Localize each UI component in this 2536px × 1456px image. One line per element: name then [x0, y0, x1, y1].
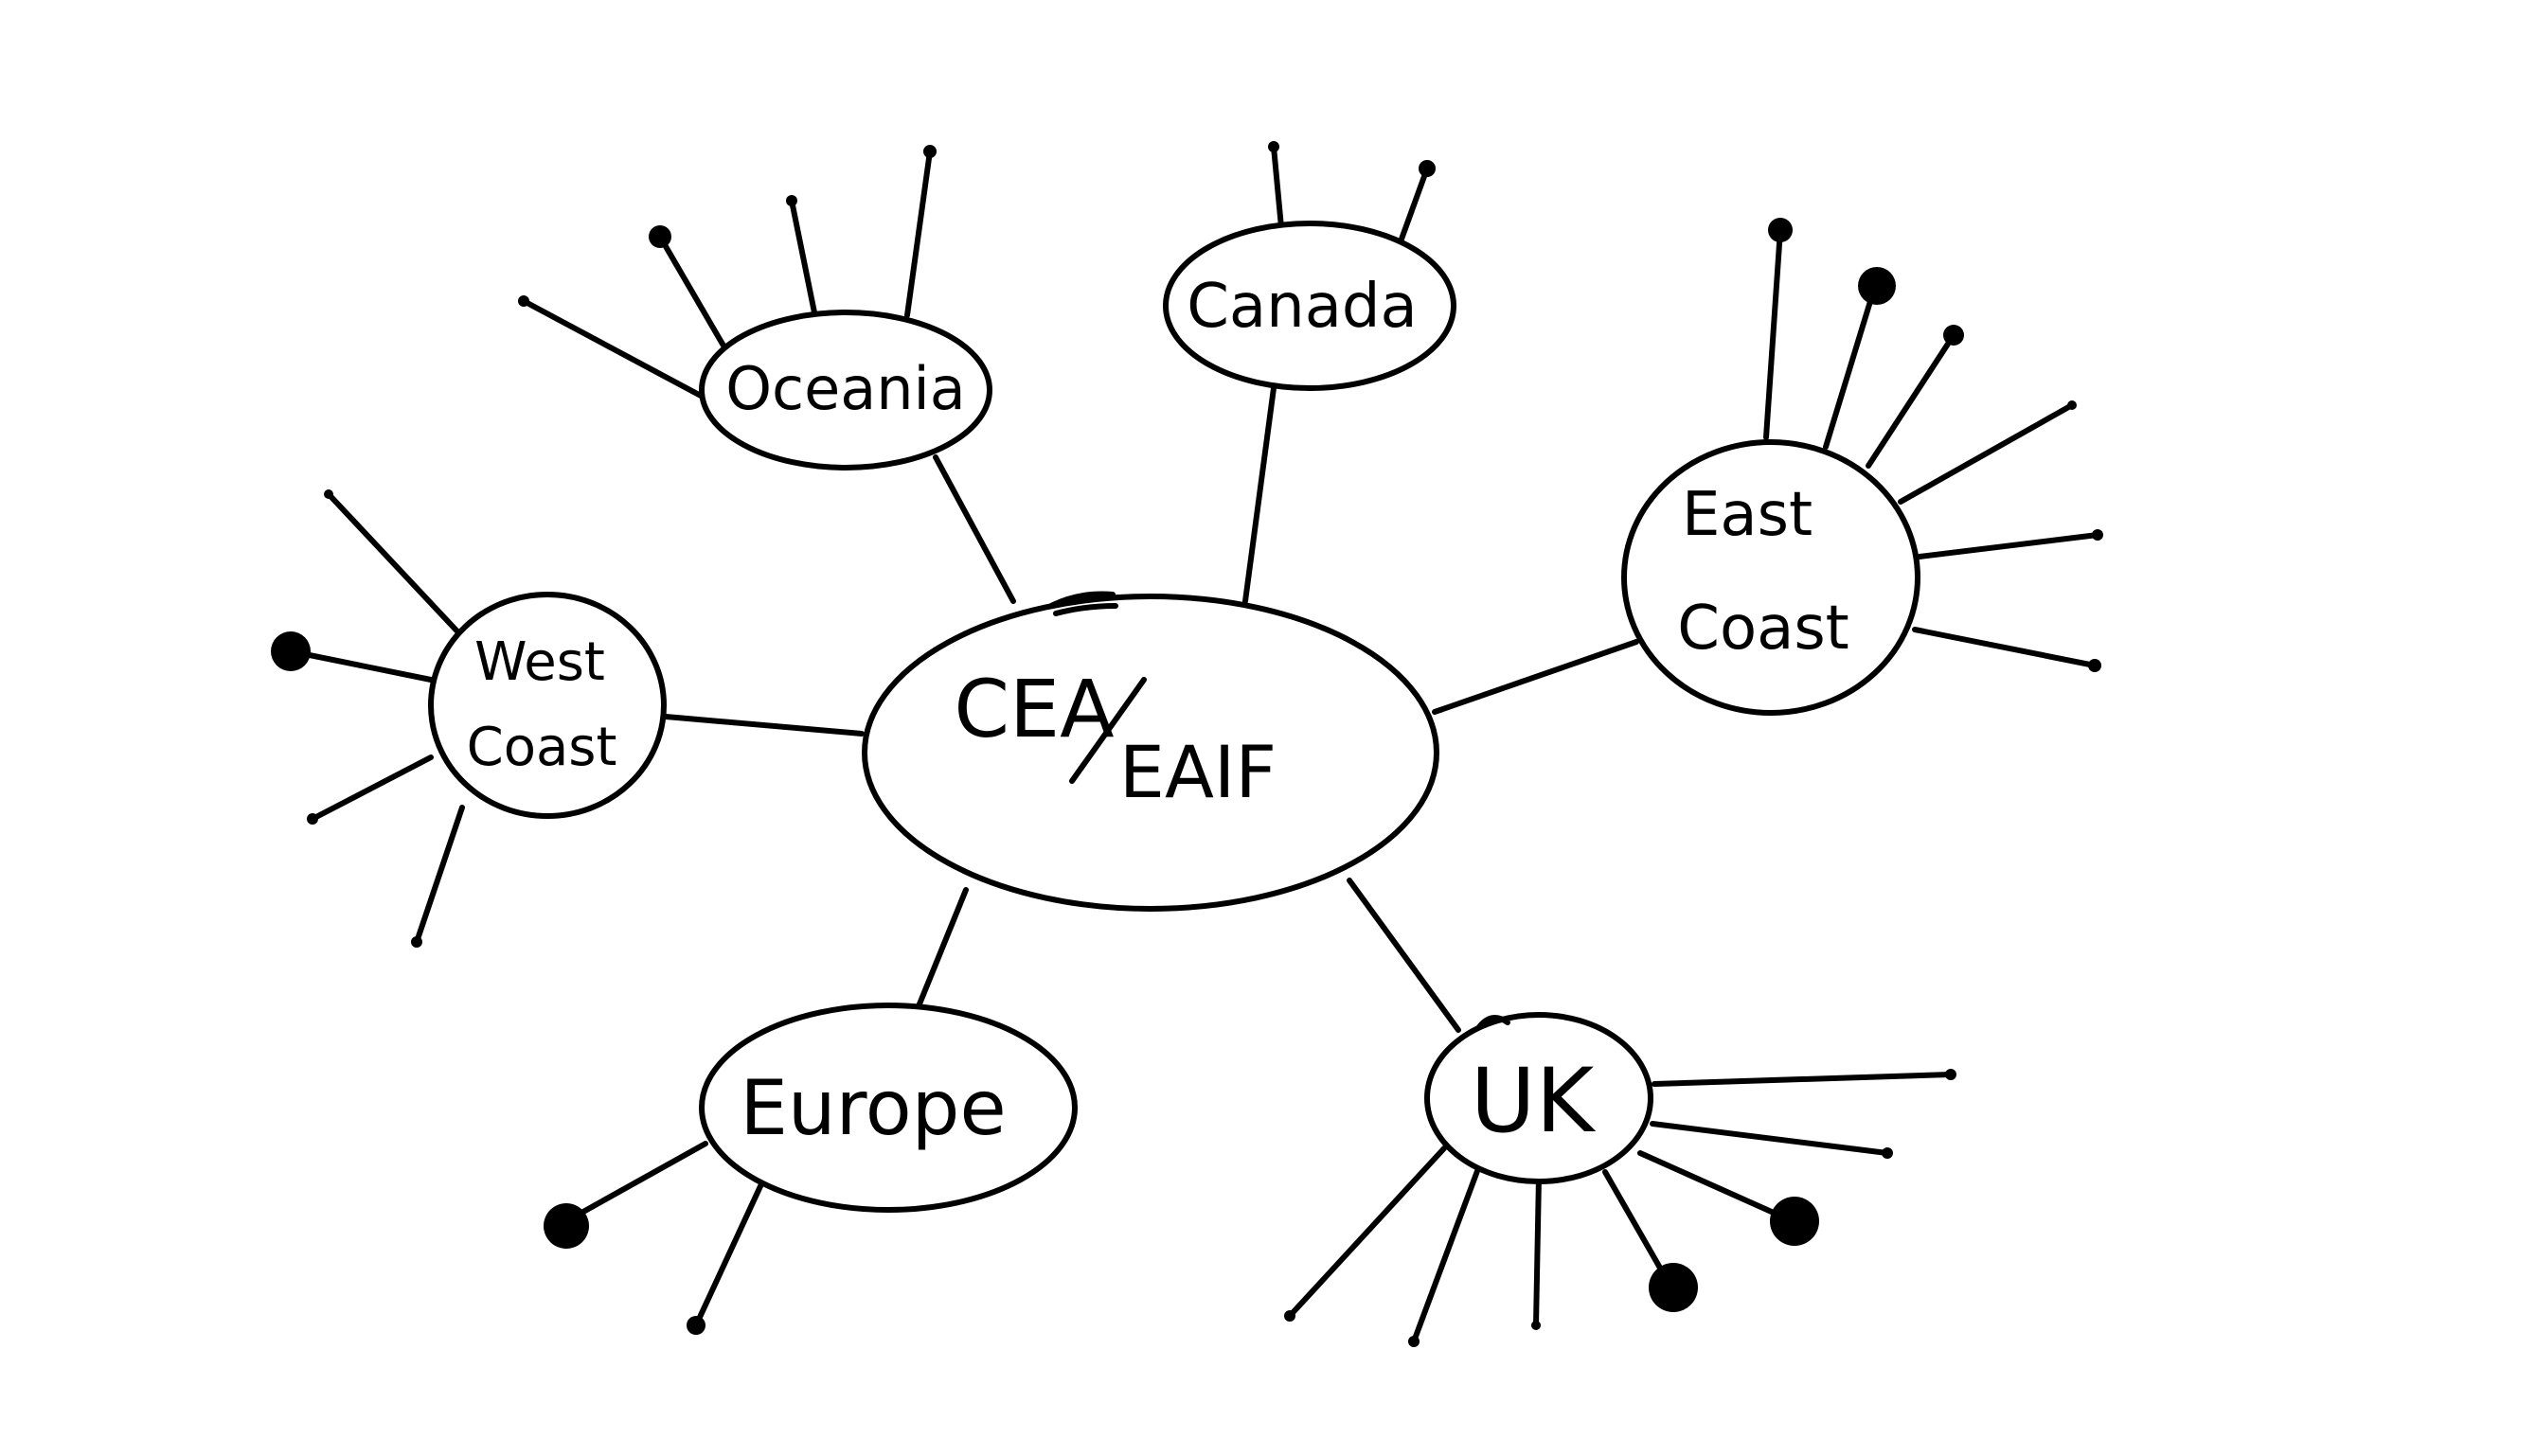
connector-east-coast: [1432, 639, 1639, 715]
branch-end-dot: [1531, 1321, 1541, 1330]
node-uk-scribble: [1476, 1015, 1510, 1030]
branch-end-dot: [1882, 1147, 1893, 1159]
branch-end-dot: [2092, 529, 2103, 541]
branch-end-dot-large: [1770, 1197, 1819, 1246]
branch-end-dot-large: [1649, 1263, 1698, 1312]
center-node[interactable]: CEA EAIF: [862, 591, 1439, 912]
connector-west-coast: [663, 714, 865, 737]
branch-line: [1917, 532, 2100, 559]
branch-line: [414, 805, 465, 945]
branch-line: [1637, 1150, 1795, 1224]
node-canada[interactable]: Canada: [1163, 221, 1456, 391]
branch-line: [1823, 283, 1878, 450]
canada-branches: [1268, 141, 1436, 247]
branch-line: [789, 198, 819, 325]
europe-branches: [544, 1141, 763, 1335]
node-east-coast-label-line1: East: [1682, 480, 1813, 550]
branch-end-dot: [2067, 400, 2077, 410]
branch-line: [1652, 1072, 1954, 1087]
branch-line: [1411, 1168, 1480, 1344]
node-west-coast-label-line2: Coast: [467, 717, 617, 778]
node-europe-label: Europe: [740, 1064, 1006, 1152]
center-node-scribble: [1048, 591, 1118, 616]
node-oceania[interactable]: Oceania: [699, 310, 992, 471]
branch-end-dot: [687, 1316, 705, 1335]
branch-end-dot: [1943, 325, 1964, 346]
branch-line: [310, 755, 434, 822]
center-node-label-line2: EAIF: [1119, 730, 1277, 814]
node-canada-ellipse: [1163, 221, 1456, 391]
branch-line: [288, 648, 434, 683]
node-uk[interactable]: UK: [1424, 1012, 1653, 1184]
node-canada-label: Canada: [1187, 272, 1418, 342]
branch-line: [1898, 402, 2075, 505]
node-europe[interactable]: Europe: [699, 1003, 1078, 1213]
branch-line: [1271, 144, 1284, 230]
branch-line: [326, 491, 460, 634]
branch-end-dot-large: [649, 225, 671, 248]
connector-europe: [916, 887, 969, 1009]
connector-canada: [1242, 385, 1277, 604]
node-oceania-label: Oceania: [725, 354, 966, 423]
branch-line: [1866, 332, 1956, 469]
branch-end-dot: [324, 489, 333, 499]
node-oceania-ellipse: [699, 310, 992, 471]
branch-line: [1533, 1174, 1542, 1328]
center-connectors: [663, 385, 1639, 1033]
center-node-label-line1: CEA: [954, 663, 1114, 755]
node-west-coast-label-line1: West: [474, 631, 605, 693]
branch-end-dot: [923, 145, 937, 158]
branch-end-dot: [2088, 659, 2101, 672]
branch-end-dot: [1268, 141, 1279, 152]
node-west-coast-ellipse: [428, 592, 667, 819]
branch-end-dot: [1284, 1310, 1295, 1322]
branch-line: [521, 298, 704, 399]
node-west-coast[interactable]: West Coast: [428, 592, 667, 819]
node-east-coast-label-line2: Coast: [1677, 594, 1849, 664]
center-node-ellipse: [862, 594, 1439, 912]
node-uk-ellipse: [1424, 1012, 1653, 1184]
branch-line: [1397, 166, 1430, 247]
branch-line: [1763, 227, 1783, 440]
oceania-branches: [518, 145, 937, 399]
branch-end-dot: [786, 195, 797, 206]
node-uk-label: UK: [1471, 1050, 1597, 1153]
branch-end-dot: [307, 813, 318, 825]
branch-line: [1650, 1121, 1890, 1156]
west-coast-branches: [271, 489, 465, 948]
branch-line: [1602, 1169, 1671, 1286]
node-europe-ellipse: [699, 1003, 1078, 1213]
branch-end-dot: [1945, 1069, 1956, 1080]
branch-end-dot-large: [544, 1203, 589, 1249]
branch-line: [563, 1141, 708, 1224]
branch-end-dot: [1768, 218, 1793, 242]
branch-end-dot: [518, 295, 529, 307]
branch-end-dot: [1419, 160, 1436, 177]
branch-line: [693, 1183, 763, 1328]
branch-line: [904, 149, 933, 318]
node-east-coast[interactable]: East Coast: [1621, 439, 1920, 716]
node-east-coast-ellipse: [1621, 439, 1920, 716]
branch-line: [1287, 1145, 1447, 1319]
east-coast-branches: [1763, 218, 2103, 672]
branch-line: [1912, 627, 2098, 668]
branch-end-dot: [411, 936, 422, 948]
branch-line: [657, 234, 730, 355]
center-node-slash: [1069, 677, 1147, 784]
uk-branches: [1284, 1069, 1956, 1347]
branch-end-dot-large: [271, 631, 311, 671]
branch-end-dot-large: [1858, 267, 1896, 305]
branch-end-dot: [1408, 1336, 1420, 1347]
connector-uk: [1347, 878, 1461, 1033]
connector-oceania: [933, 454, 1016, 604]
